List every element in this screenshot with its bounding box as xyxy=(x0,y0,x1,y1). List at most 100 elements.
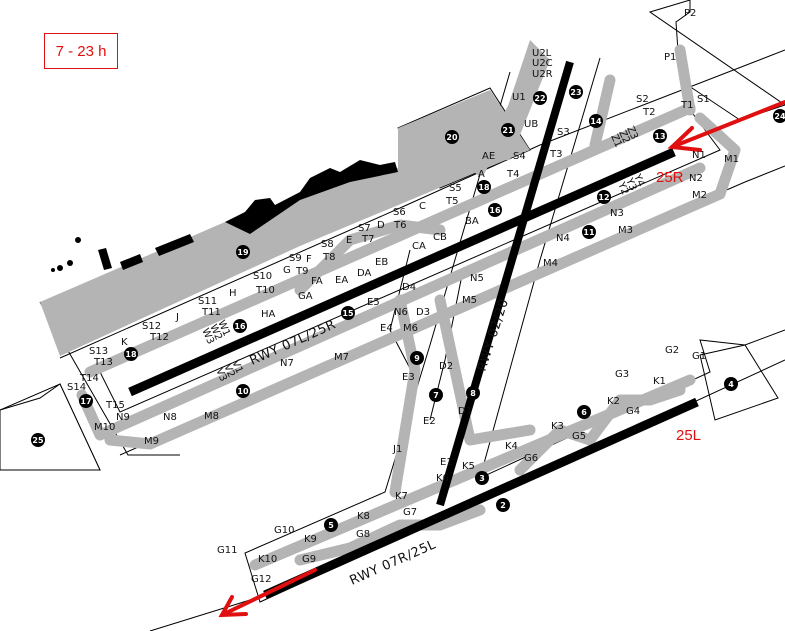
taxiway-label-e5: E5 xyxy=(367,297,380,308)
stand-marker-25: 25 xyxy=(31,433,45,447)
taxiway-label-ga: GA xyxy=(298,291,313,302)
svg-text:25: 25 xyxy=(32,436,44,445)
taxiway-label-s14: S14 xyxy=(67,382,86,393)
stand-marker-4: 4 xyxy=(724,377,738,391)
taxiway-label-k8: K8 xyxy=(357,511,370,522)
stand-marker-12: 12 xyxy=(597,190,611,204)
stand-marker-10: 10 xyxy=(236,384,250,398)
terminal-buildings xyxy=(51,160,398,272)
taxiway-label-j1: J1 xyxy=(392,444,402,455)
svg-text:5: 5 xyxy=(328,521,334,530)
holding-point-label-y2: Y2 xyxy=(615,180,631,197)
taxiway-label-n4: N4 xyxy=(556,233,570,244)
taxiway-label-g11: G11 xyxy=(217,545,237,556)
taxiway-label-n6: N6 xyxy=(394,307,408,318)
taxiway-label-s3: S3 xyxy=(557,127,570,138)
taxiway-label-c: C xyxy=(419,201,426,212)
stand-marker-9: 9 xyxy=(410,351,424,365)
taxiway-label-t3: T3 xyxy=(549,149,562,160)
taxiway-label-s12: S12 xyxy=(142,321,161,332)
taxiway-label-t2: T2 xyxy=(642,107,655,118)
taxiway-label-s8: S8 xyxy=(321,239,334,250)
taxiway-label-u1: U1 xyxy=(512,92,526,103)
taxiway-label-s9: S9 xyxy=(289,253,302,264)
taxiway-label-n1: N1 xyxy=(692,150,706,161)
taxiway-label-k5: K5 xyxy=(462,461,475,472)
svg-text:24: 24 xyxy=(774,112,785,121)
taxiway-label-n7: N7 xyxy=(280,358,294,369)
svg-text:6: 6 xyxy=(581,408,587,417)
taxiway-label-p1: P1 xyxy=(664,52,676,63)
svg-text:8: 8 xyxy=(470,389,476,398)
taxiway-label-a: A xyxy=(478,169,485,180)
holding-point-label-z2: Z2 xyxy=(616,129,631,146)
taxiway-label-d: D xyxy=(377,220,385,231)
svg-text:23: 23 xyxy=(570,88,581,97)
taxiway-label-p2: P2 xyxy=(684,8,696,19)
svg-text:7: 7 xyxy=(433,391,439,400)
taxiway-label-s10: S10 xyxy=(253,271,272,282)
svg-text:2: 2 xyxy=(500,501,506,510)
taxiway-label-s11: S11 xyxy=(198,296,217,307)
taxiway-label-s13: S13 xyxy=(89,346,108,357)
stand-marker-24: 24 xyxy=(773,109,785,123)
taxiway-label-k3: K3 xyxy=(551,421,564,432)
taxiway-label-m9: M9 xyxy=(144,436,159,447)
taxiway-label-k: K xyxy=(121,337,128,348)
taxiway-label-s5: S5 xyxy=(449,183,462,194)
holding-point-label-v2: V2 xyxy=(221,363,236,380)
taxiway-label-eb: EB xyxy=(375,257,388,268)
taxiway-label-da: DA xyxy=(357,268,372,279)
taxiway-label-g9: G9 xyxy=(302,554,316,565)
taxiway-label-s1: S1 xyxy=(697,94,710,105)
taxiway-label-g8: G8 xyxy=(356,529,370,540)
svg-text:10: 10 xyxy=(237,387,249,396)
holding-point-label-y4: Y4 xyxy=(631,172,647,189)
taxiway-label-ha: HA xyxy=(261,309,276,320)
svg-text:3: 3 xyxy=(479,474,485,483)
taxiway-label-m3: M3 xyxy=(618,225,633,236)
stand-marker-18: 18 xyxy=(477,180,491,194)
taxiway-label-k7: K7 xyxy=(395,491,408,502)
svg-text:21: 21 xyxy=(502,126,514,135)
stand-marker-16: 16 xyxy=(488,203,502,217)
taxiway-label-s4: S4 xyxy=(513,151,526,162)
runway-07l-25r xyxy=(128,147,676,397)
svg-text:19: 19 xyxy=(237,248,249,257)
taxiway-label-m8: M8 xyxy=(204,411,219,422)
taxiway-label-cb: CB xyxy=(433,232,447,243)
stand-marker-7: 7 xyxy=(429,388,443,402)
holding-point-label-v3: V3 xyxy=(213,367,228,384)
taxiway-label-m7: M7 xyxy=(334,352,349,363)
svg-text:13: 13 xyxy=(654,132,665,141)
taxiway-label-e1: E1 xyxy=(440,457,453,468)
taxiway-label-g: G xyxy=(283,265,291,276)
taxiway-label-k2: K2 xyxy=(607,396,620,407)
taxiway-label-g7: G7 xyxy=(403,507,417,518)
svg-text:14: 14 xyxy=(590,117,602,126)
svg-text:18: 18 xyxy=(478,183,490,192)
taxiway-label-t5: T5 xyxy=(445,196,458,207)
taxiway-label-t8: T8 xyxy=(322,252,335,263)
taxiway-label-m6: M6 xyxy=(403,323,418,334)
taxiway-label-fa: FA xyxy=(311,276,323,287)
holding-point-label-v1: V1 xyxy=(229,359,244,376)
taxiway-label-d3: D3 xyxy=(416,307,430,318)
stand-marker-6: 6 xyxy=(577,405,591,419)
taxiway-label-t1: T1 xyxy=(680,100,693,111)
taxiway-label-n8: N8 xyxy=(163,412,177,423)
runways xyxy=(128,60,699,600)
taxiway-label-m1: M1 xyxy=(724,154,739,165)
taxiway-label-m10: M10 xyxy=(94,422,115,433)
taxiway-label-d2: D2 xyxy=(439,361,453,372)
runway-label-02-20: RWY 02/20 xyxy=(475,297,513,373)
stand-marker-5: 5 xyxy=(324,518,338,532)
taxiway-label-j: J xyxy=(175,312,179,323)
taxiway-label-u2c: U2C xyxy=(532,58,553,69)
stand-marker-2: 2 xyxy=(496,498,510,512)
svg-text:12: 12 xyxy=(598,193,609,202)
taxiway-label-k6: K6 xyxy=(436,473,449,484)
taxiway-label-u2l: U2L xyxy=(532,48,552,59)
taxiway-label-t9: T9 xyxy=(295,266,308,277)
svg-text:4: 4 xyxy=(728,380,734,389)
